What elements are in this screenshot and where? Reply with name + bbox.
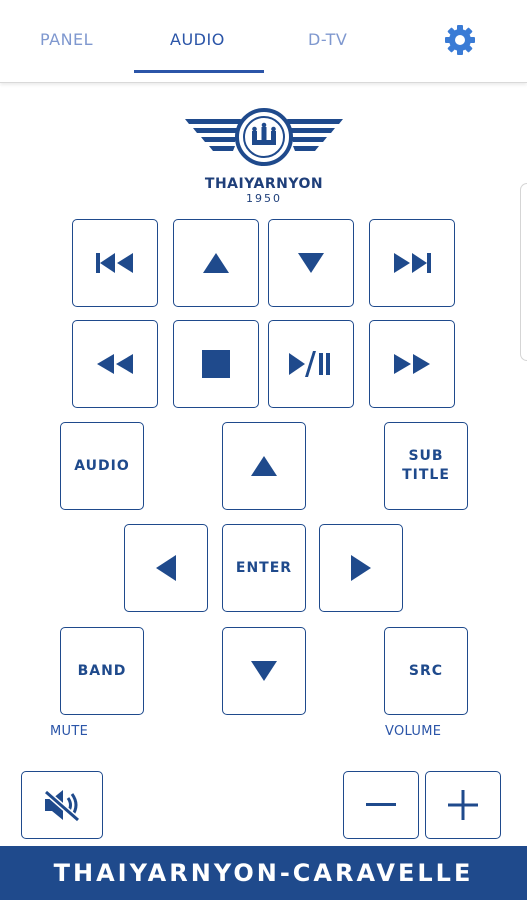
band-button[interactable]: BAND <box>60 627 144 715</box>
skip-previous-icon <box>96 253 133 273</box>
brand-logo <box>183 107 345 207</box>
arrow-left-icon <box>156 555 176 581</box>
src-button-label: SRC <box>408 663 444 679</box>
subtitle-button[interactable]: SUB TITLE <box>384 422 468 510</box>
brand-name: THAIYARNYON <box>204 176 324 192</box>
arrow-down-icon <box>298 253 324 273</box>
mute-label: MUTE <box>50 724 89 739</box>
active-tab-indicator <box>134 70 264 73</box>
volume-down-button[interactable] <box>343 771 419 839</box>
tab-panel[interactable]: PANEL <box>40 30 94 49</box>
brand-year: 1950 <box>246 192 282 205</box>
tab-d-tv[interactable]: D-TV <box>308 30 348 49</box>
audio-button-label: AUDIO <box>74 458 130 474</box>
next-track-button[interactable] <box>369 219 455 307</box>
arrow-down-icon <box>251 661 277 681</box>
stop-button[interactable] <box>173 320 259 408</box>
enter-button-label: ENTER <box>235 560 293 576</box>
src-button[interactable]: SRC <box>384 627 468 715</box>
skip-next-icon <box>394 253 431 273</box>
play-pause-button[interactable] <box>268 320 354 408</box>
volume-up-button[interactable] <box>425 771 501 839</box>
fast-forward-button[interactable] <box>369 320 455 408</box>
band-button-label: BAND <box>77 663 127 679</box>
enter-button[interactable]: ENTER <box>222 524 306 612</box>
volume-mute-icon <box>44 789 80 822</box>
plus-icon <box>448 790 478 820</box>
audio-button[interactable]: AUDIO <box>60 422 144 510</box>
rewind-icon <box>97 354 133 374</box>
rewind-button[interactable] <box>72 320 158 408</box>
fast-forward-icon <box>394 354 430 374</box>
nav-up-button[interactable] <box>222 422 306 510</box>
footer-title: THAIYARNYON-CARAVELLE <box>53 859 474 887</box>
previous-track-button[interactable] <box>72 219 158 307</box>
arrow-right-icon <box>351 555 371 581</box>
nav-left-button[interactable] <box>124 524 208 612</box>
nav-right-button[interactable] <box>319 524 403 612</box>
up-button-top[interactable] <box>173 219 259 307</box>
subtitle-label-line2: TITLE <box>402 467 450 483</box>
stop-icon <box>202 350 230 378</box>
footer-banner: THAIYARNYON-CARAVELLE <box>0 846 527 900</box>
tab-bar: PANEL AUDIO D-TV <box>0 0 527 83</box>
arrow-up-icon <box>251 456 277 476</box>
nav-down-button[interactable] <box>222 627 306 715</box>
mute-button[interactable] <box>21 771 103 839</box>
subtitle-label-line1: SUB <box>408 448 444 464</box>
volume-label: VOLUME <box>385 724 442 739</box>
play-pause-icon <box>289 351 330 377</box>
gear-icon[interactable] <box>440 20 480 60</box>
scroll-handle[interactable] <box>520 183 527 361</box>
arrow-up-icon <box>203 253 229 273</box>
minus-icon <box>366 803 396 806</box>
down-button-top[interactable] <box>268 219 354 307</box>
tab-audio[interactable]: AUDIO <box>170 30 225 49</box>
